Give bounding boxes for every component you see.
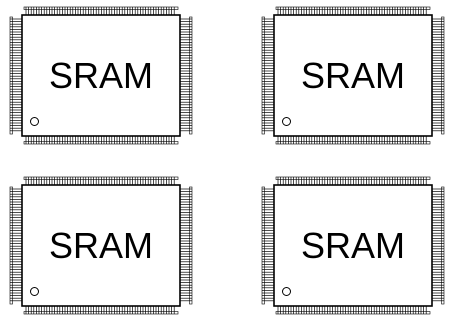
pin-tip-frame bbox=[9, 6, 193, 145]
sram-chip-top-left: SRAM bbox=[8, 5, 194, 146]
chip-label: SRAM bbox=[48, 224, 153, 266]
pin-tip-frame bbox=[261, 6, 445, 145]
pin1-marker-icon bbox=[30, 287, 39, 296]
pin1-marker-icon bbox=[30, 117, 39, 126]
chip-package-outline bbox=[261, 176, 445, 315]
chip-label: SRAM bbox=[48, 54, 153, 96]
chip-label: SRAM bbox=[300, 224, 405, 266]
chip-body-rect bbox=[21, 14, 181, 137]
sram-chip-bottom-left: SRAM bbox=[8, 175, 194, 316]
sram-chip-bottom-right: SRAM bbox=[260, 175, 446, 316]
chip-pins bbox=[262, 177, 444, 314]
pin1-marker-icon bbox=[282, 117, 291, 126]
chip-body-rect bbox=[273, 184, 433, 307]
pin-tip-frame bbox=[261, 176, 445, 315]
pin1-marker-icon bbox=[282, 287, 291, 296]
chip-pins bbox=[10, 7, 192, 144]
pin-tip-frame bbox=[9, 176, 193, 315]
sram-chip-top-right: SRAM bbox=[260, 5, 446, 146]
chip-body-rect bbox=[273, 14, 433, 137]
chip-pins bbox=[262, 7, 444, 144]
chip-package-outline bbox=[9, 176, 193, 315]
chip-label: SRAM bbox=[300, 54, 405, 96]
chip-package-outline bbox=[261, 6, 445, 145]
chip-body-rect bbox=[21, 184, 181, 307]
chip-pins bbox=[10, 177, 192, 314]
chip-package-outline bbox=[9, 6, 193, 145]
